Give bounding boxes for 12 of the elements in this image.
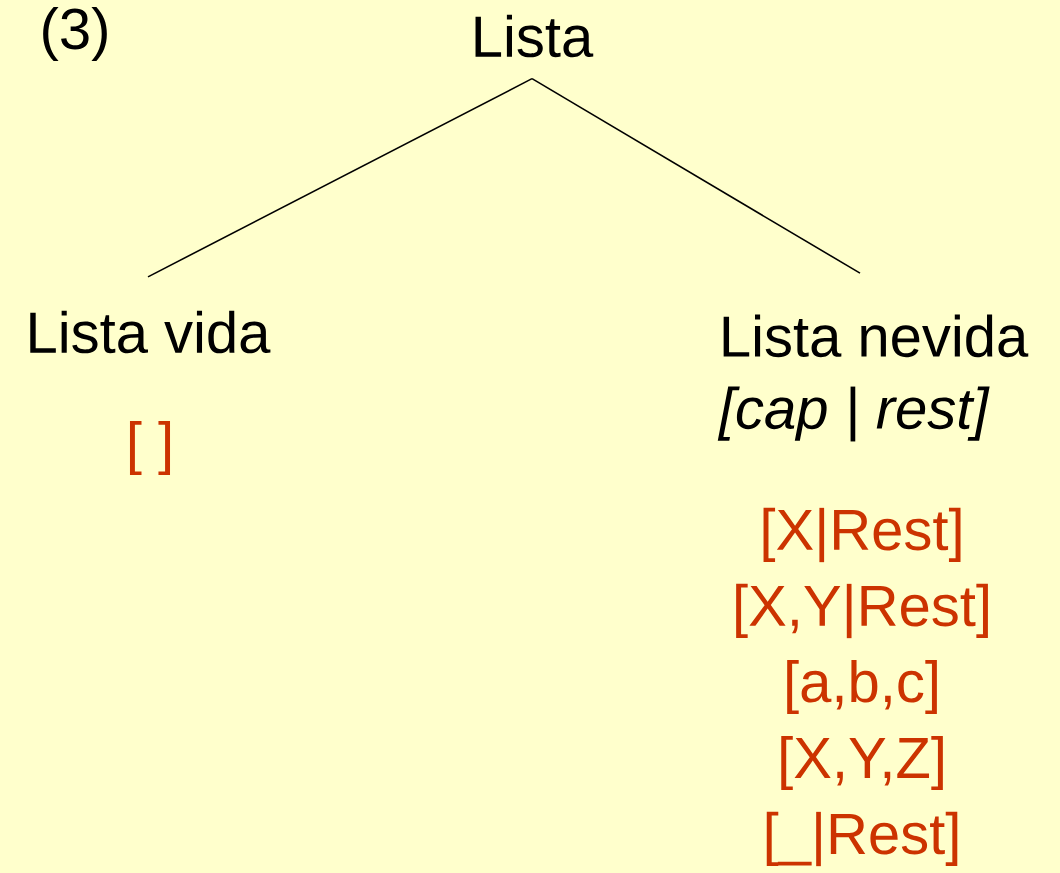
tree-branch-line bbox=[147, 77, 533, 278]
tree-node-label: Lista nevida [cap | rest] bbox=[717, 314, 1029, 442]
tree-node-label: Lista bbox=[475, 14, 594, 58]
list-example: [_|Rest] bbox=[766, 811, 958, 867]
list-example: [X,Y|Rest] bbox=[736, 583, 988, 639]
tree-branch-line bbox=[531, 77, 861, 274]
list-example: [ ] bbox=[129, 420, 170, 476]
list-example: [X|Rest] bbox=[763, 507, 961, 563]
figure-number: (3) bbox=[43, 7, 107, 62]
tree-node-label: Lista vida bbox=[30, 310, 271, 354]
list-example: [a,b,c] bbox=[787, 659, 937, 715]
list-example: [X,Y,Z] bbox=[781, 735, 943, 791]
